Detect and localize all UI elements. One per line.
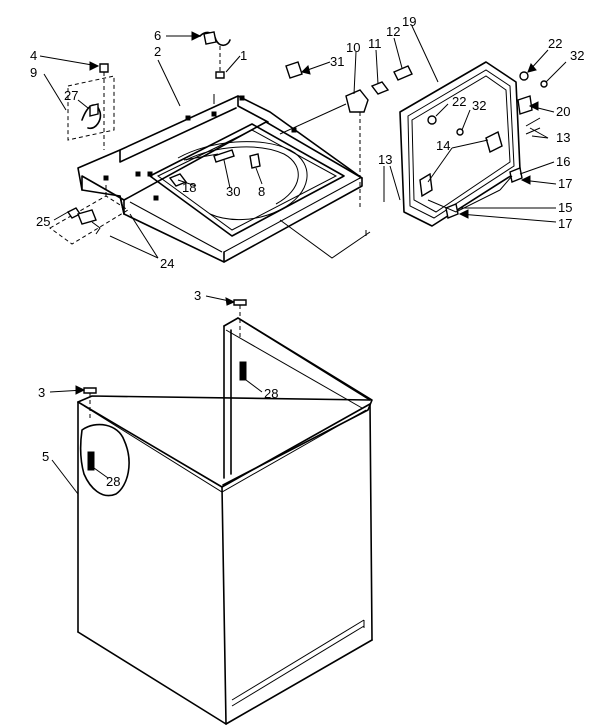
lid-assembly xyxy=(399,61,548,227)
top-assembly xyxy=(77,94,363,263)
label-20: 20 xyxy=(556,104,570,119)
label-16: 16 xyxy=(556,154,570,169)
label-9: 9 xyxy=(30,65,37,80)
label-3a: 3 xyxy=(194,288,201,303)
label-13a: 13 xyxy=(378,152,392,167)
label-22b: 22 xyxy=(452,94,466,109)
label-12: 12 xyxy=(386,24,400,39)
label-15: 15 xyxy=(558,200,572,215)
label-10: 10 xyxy=(346,40,360,55)
label-31: 31 xyxy=(330,54,344,69)
callout-labels: 1 2 3 3 4 5 6 8 9 10 11 12 13 13 14 15 1… xyxy=(30,14,584,489)
label-11: 11 xyxy=(368,36,382,51)
label-3b: 3 xyxy=(38,385,45,400)
switch-panel xyxy=(49,63,129,245)
label-32a: 32 xyxy=(570,48,584,63)
label-4: 4 xyxy=(30,48,37,63)
label-28b: 28 xyxy=(106,474,120,489)
label-19: 19 xyxy=(402,14,416,29)
label-2: 2 xyxy=(154,44,161,59)
label-14: 14 xyxy=(436,138,450,153)
label-28a: 28 xyxy=(264,386,278,401)
hinge-parts xyxy=(279,61,413,259)
label-1: 1 xyxy=(240,48,247,63)
label-24: 24 xyxy=(160,256,174,271)
label-27: 27 xyxy=(64,88,78,103)
label-17b: 17 xyxy=(558,216,572,231)
label-8: 8 xyxy=(258,184,265,199)
item-6-clip xyxy=(199,31,231,79)
label-25: 25 xyxy=(36,214,50,229)
label-18: 18 xyxy=(182,180,196,195)
label-30: 30 xyxy=(226,184,240,199)
label-22a: 22 xyxy=(548,36,562,51)
label-6: 6 xyxy=(154,28,161,43)
label-32b: 32 xyxy=(472,98,486,113)
label-17a: 17 xyxy=(558,176,572,191)
cabinet xyxy=(77,299,373,725)
leader-lines xyxy=(39,25,567,495)
label-5: 5 xyxy=(42,449,49,464)
label-13b: 13 xyxy=(556,130,570,145)
